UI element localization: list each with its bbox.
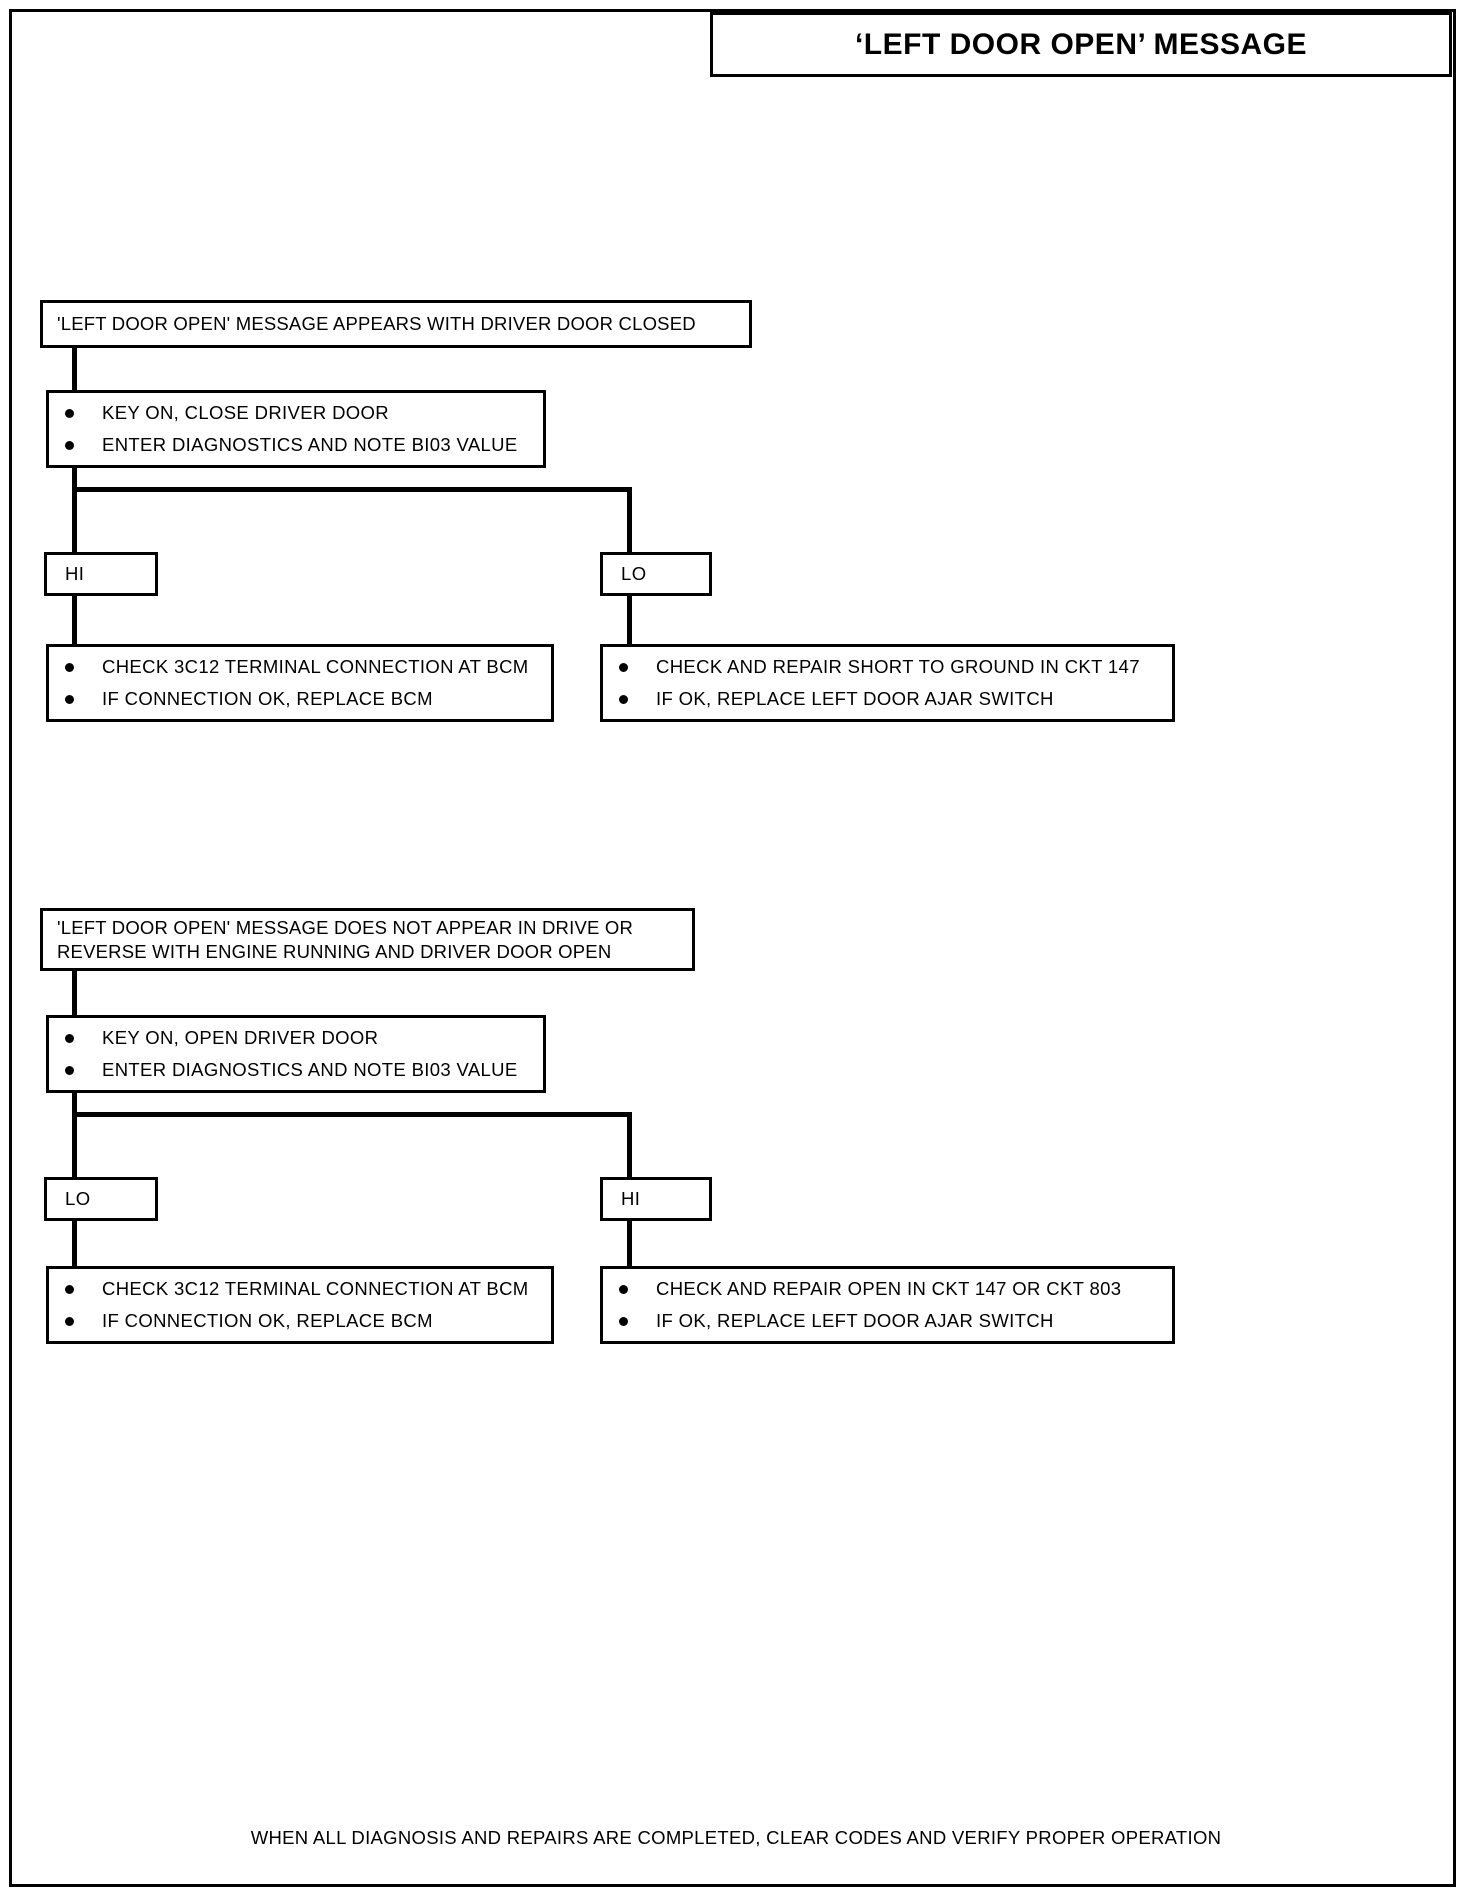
page-title-box: ‘LEFT DOOR OPEN’ MESSAGE xyxy=(710,12,1452,77)
chart2-branch-left-label: LO xyxy=(65,1188,91,1209)
chart2-header-text: 'LEFT DOOR OPEN' MESSAGE DOES NOT APPEAR… xyxy=(57,916,634,962)
bullet-item: ENTER DIAGNOSTICS AND NOTE BI03 VALUE xyxy=(65,1059,543,1081)
bullet-dot-icon xyxy=(65,1065,74,1075)
bullet-dot-icon xyxy=(619,662,628,672)
bullet-dot-icon xyxy=(65,1316,74,1326)
chart2-right-result-connector xyxy=(627,1221,632,1266)
chart2-left-result-connector xyxy=(72,1221,77,1266)
chart1-branch-right-result-box: CHECK AND REPAIR SHORT TO GROUND IN CKT … xyxy=(600,644,1175,722)
chart2-branch-right-drop xyxy=(627,1112,632,1177)
chart2-left-result-bullet-2: IF CONNECTION OK, REPLACE BCM xyxy=(102,1310,433,1331)
bullet-item: KEY ON, CLOSE DRIVER DOOR xyxy=(65,402,543,424)
chart1-branch-right-drop xyxy=(627,487,632,552)
chart2-branch-left-label-box: LO xyxy=(44,1177,158,1221)
chart1-branch-left-label-box: HI xyxy=(44,552,158,596)
bullet-item: KEY ON, OPEN DRIVER DOOR xyxy=(65,1027,543,1049)
chart1-connector-header-step xyxy=(72,348,77,390)
chart1-branch-stem xyxy=(72,468,77,490)
bullet-item: ENTER DIAGNOSTICS AND NOTE BI03 VALUE xyxy=(65,434,543,456)
chart1-step-bullet-2: ENTER DIAGNOSTICS AND NOTE BI03 VALUE xyxy=(102,434,518,455)
bullet-item: CHECK 3C12 TERMINAL CONNECTION AT BCM xyxy=(65,1278,551,1300)
footer-note: WHEN ALL DIAGNOSIS AND REPAIRS ARE COMPL… xyxy=(250,1827,1222,1848)
chart2-header-box: 'LEFT DOOR OPEN' MESSAGE DOES NOT APPEAR… xyxy=(40,908,695,971)
chart2-connector-header-step xyxy=(72,971,77,1015)
bullet-dot-icon xyxy=(619,1284,628,1294)
bullet-item: IF CONNECTION OK, REPLACE BCM xyxy=(65,1310,551,1332)
chart2-right-result-bullet-1: CHECK AND REPAIR OPEN IN CKT 147 OR CKT … xyxy=(656,1278,1122,1299)
chart2-branch-left-drop xyxy=(72,1112,77,1177)
chart1-left-result-connector xyxy=(72,596,77,644)
chart1-header-text: 'LEFT DOOR OPEN' MESSAGE APPEARS WITH DR… xyxy=(57,313,696,335)
chart1-step-box: KEY ON, CLOSE DRIVER DOOR ENTER DIAGNOST… xyxy=(46,390,546,468)
chart1-branch-right-label: LO xyxy=(621,563,647,584)
bullet-dot-icon xyxy=(619,694,628,704)
bullet-item: IF OK, REPLACE LEFT DOOR AJAR SWITCH xyxy=(619,688,1172,710)
chart1-branch-left-drop xyxy=(72,487,77,552)
chart2-right-result-bullet-2: IF OK, REPLACE LEFT DOOR AJAR SWITCH xyxy=(656,1310,1054,1331)
bullet-dot-icon xyxy=(65,662,74,672)
bullet-dot-icon xyxy=(619,1316,628,1326)
page-title: ‘LEFT DOOR OPEN’ MESSAGE xyxy=(854,27,1308,61)
page-border xyxy=(9,9,1456,1887)
bullet-dot-icon xyxy=(65,1033,74,1043)
chart1-left-result-bullet-2: IF CONNECTION OK, REPLACE BCM xyxy=(102,688,433,709)
bullet-item: CHECK 3C12 TERMINAL CONNECTION AT BCM xyxy=(65,656,551,678)
chart2-branch-stem xyxy=(72,1093,77,1115)
chart2-step-box: KEY ON, OPEN DRIVER DOOR ENTER DIAGNOSTI… xyxy=(46,1015,546,1093)
chart1-branch-bar xyxy=(72,487,632,492)
bullet-item: IF OK, REPLACE LEFT DOOR AJAR SWITCH xyxy=(619,1310,1172,1332)
chart2-left-result-bullet-1: CHECK 3C12 TERMINAL CONNECTION AT BCM xyxy=(102,1278,529,1299)
chart1-header-box: 'LEFT DOOR OPEN' MESSAGE APPEARS WITH DR… xyxy=(40,300,752,348)
chart1-step-bullet-1: KEY ON, CLOSE DRIVER DOOR xyxy=(102,402,389,423)
chart2-step-bullet-2: ENTER DIAGNOSTICS AND NOTE BI03 VALUE xyxy=(102,1059,518,1080)
bullet-dot-icon xyxy=(65,440,74,450)
chart1-right-result-bullet-2: IF OK, REPLACE LEFT DOOR AJAR SWITCH xyxy=(656,688,1054,709)
chart2-branch-left-result-box: CHECK 3C12 TERMINAL CONNECTION AT BCM IF… xyxy=(46,1266,554,1344)
bullet-dot-icon xyxy=(65,408,74,418)
chart2-branch-right-label-box: HI xyxy=(600,1177,712,1221)
bullet-item: CHECK AND REPAIR SHORT TO GROUND IN CKT … xyxy=(619,656,1172,678)
chart1-branch-left-label: HI xyxy=(65,563,85,584)
chart1-right-result-connector xyxy=(627,596,632,644)
bullet-item: CHECK AND REPAIR OPEN IN CKT 147 OR CKT … xyxy=(619,1278,1172,1300)
chart2-step-bullet-1: KEY ON, OPEN DRIVER DOOR xyxy=(102,1027,379,1048)
chart1-branch-left-result-box: CHECK 3C12 TERMINAL CONNECTION AT BCM IF… xyxy=(46,644,554,722)
chart1-right-result-bullet-1: CHECK AND REPAIR SHORT TO GROUND IN CKT … xyxy=(656,656,1140,677)
chart1-branch-right-label-box: LO xyxy=(600,552,712,596)
chart1-left-result-bullet-1: CHECK 3C12 TERMINAL CONNECTION AT BCM xyxy=(102,656,529,677)
chart2-branch-right-label: HI xyxy=(621,1188,641,1209)
bullet-dot-icon xyxy=(65,694,74,704)
bullet-dot-icon xyxy=(65,1284,74,1294)
chart2-branch-bar xyxy=(72,1112,632,1117)
bullet-item: IF CONNECTION OK, REPLACE BCM xyxy=(65,688,551,710)
chart2-branch-right-result-box: CHECK AND REPAIR OPEN IN CKT 147 OR CKT … xyxy=(600,1266,1175,1344)
